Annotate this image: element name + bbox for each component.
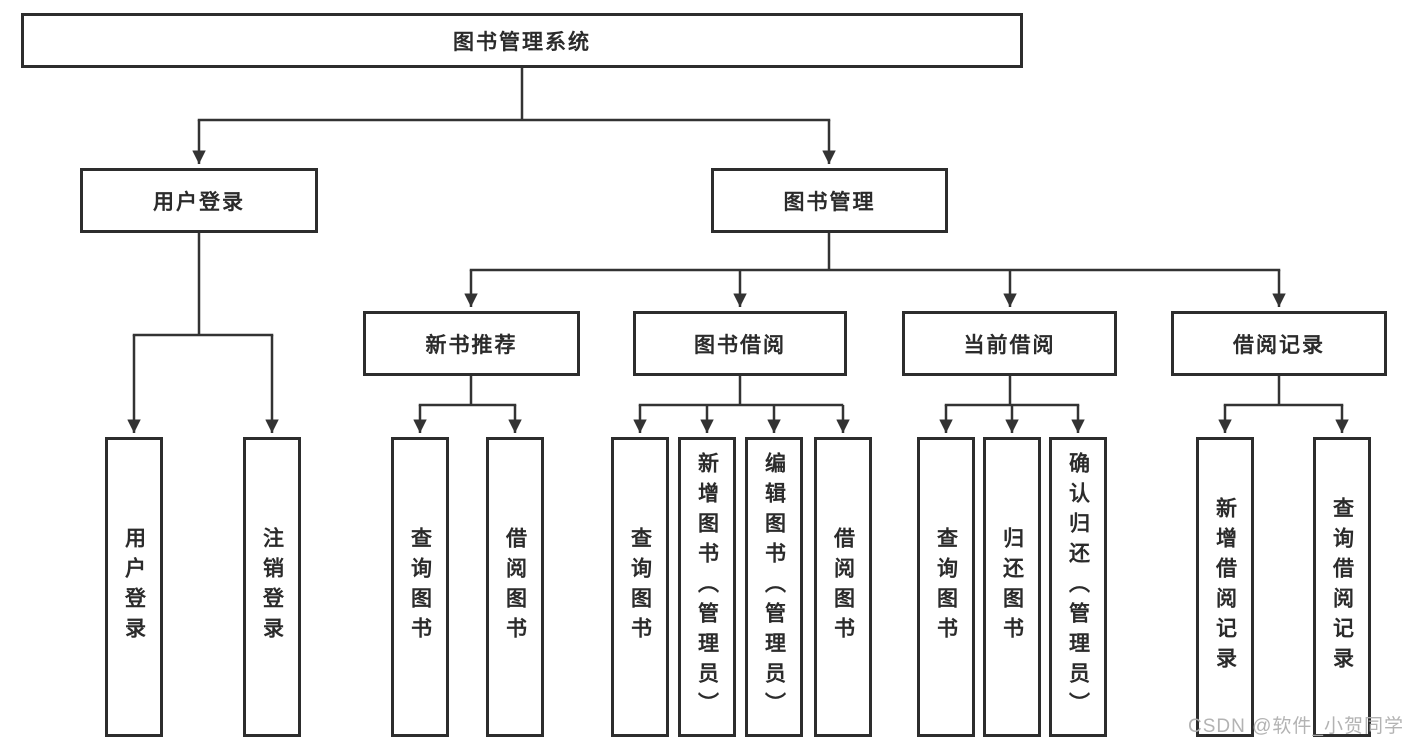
node-label: 用户登录 bbox=[122, 527, 146, 647]
connector-root-to-level2 bbox=[192, 68, 836, 164]
node-add-borrow-record: 新增借阅记录 bbox=[1196, 437, 1254, 737]
node-label: 查询图书 bbox=[408, 527, 432, 647]
node-user-login: 用户登录 bbox=[80, 168, 318, 233]
node-label: 新书推荐 bbox=[425, 333, 518, 357]
node-new-book-recommend: 新书推荐 bbox=[363, 311, 580, 376]
node-recommend-borrow-books: 借阅图书 bbox=[486, 437, 544, 737]
node-query-borrow-record: 查询借阅记录 bbox=[1313, 437, 1371, 737]
node-label: 借阅图书 bbox=[503, 527, 527, 647]
node-label: 图书管理系统 bbox=[453, 30, 591, 54]
connector-new-book-children bbox=[413, 376, 522, 433]
node-label: 图书借阅 bbox=[694, 333, 786, 357]
node-library-management-system: 图书管理系统 bbox=[21, 13, 1023, 68]
node-confirm-return-admin: 确认归还（管理员） bbox=[1049, 437, 1107, 737]
node-book-borrowing: 图书借阅 bbox=[633, 311, 847, 376]
node-label: 当前借阅 bbox=[963, 333, 1056, 357]
node-label: 查询图书 bbox=[628, 527, 652, 647]
node-add-books-admin: 新增图书（管理员） bbox=[678, 437, 736, 737]
node-label: 新增图书（管理员） bbox=[695, 452, 719, 722]
node-label: 借阅图书 bbox=[831, 527, 855, 647]
node-label: 编辑图书（管理员） bbox=[762, 452, 786, 722]
node-label: 查询借阅记录 bbox=[1330, 497, 1354, 677]
node-label: 注销登录 bbox=[260, 527, 284, 647]
node-label: 查询图书 bbox=[934, 527, 958, 647]
node-borrow-records: 借阅记录 bbox=[1171, 311, 1387, 376]
node-edit-books-admin: 编辑图书（管理员） bbox=[745, 437, 803, 737]
node-label: 图书管理 bbox=[783, 190, 876, 214]
connector-book-mgmt-children bbox=[464, 233, 1286, 307]
node-user-login-leaf: 用户登录 bbox=[105, 437, 163, 737]
connector-borrow-records-children bbox=[1218, 376, 1349, 433]
node-label: 借阅记录 bbox=[1233, 333, 1325, 357]
node-label: 新增借阅记录 bbox=[1213, 497, 1237, 677]
node-label: 归还图书 bbox=[1000, 527, 1024, 647]
connector-user-login-children bbox=[127, 233, 279, 433]
node-label: 用户登录 bbox=[153, 190, 245, 214]
csdn-watermark: CSDN @软件_小贺同学 bbox=[1188, 716, 1404, 737]
connector-book-borrow-children bbox=[633, 376, 850, 433]
node-label: 确认归还（管理员） bbox=[1066, 452, 1090, 722]
node-borrowing-borrow-books: 借阅图书 bbox=[814, 437, 872, 737]
node-logout: 注销登录 bbox=[243, 437, 301, 737]
node-return-books: 归还图书 bbox=[983, 437, 1041, 737]
node-current-query-books: 查询图书 bbox=[917, 437, 975, 737]
node-recommend-query-books: 查询图书 bbox=[391, 437, 449, 737]
node-book-management: 图书管理 bbox=[711, 168, 948, 233]
node-borrowing-query-books: 查询图书 bbox=[611, 437, 669, 737]
connector-current-borrow-children bbox=[939, 376, 1085, 433]
node-current-borrowing: 当前借阅 bbox=[902, 311, 1117, 376]
